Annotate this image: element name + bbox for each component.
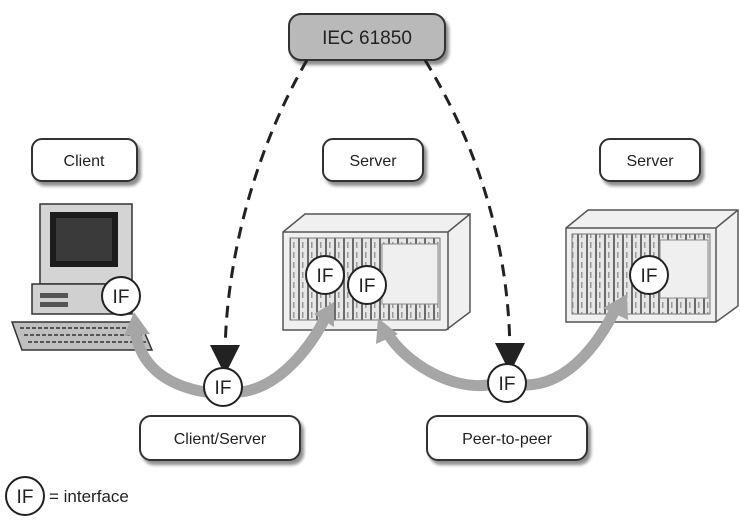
interface-marker-client-server: IF: [203, 367, 243, 407]
server-2-label: Server: [626, 153, 674, 170]
interface-marker-server-1b: IF: [347, 265, 387, 305]
client-server-label: Client/Server: [174, 431, 267, 448]
svg-text:IF: IF: [215, 378, 232, 399]
arrow-head-server-2: [603, 294, 628, 320]
server-1-label-box: Server: [322, 138, 424, 182]
interface-marker-server-1a: IF: [305, 255, 345, 295]
svg-text:IF: IF: [641, 266, 658, 287]
arrow-head-client: [124, 312, 150, 336]
svg-text:IF: IF: [17, 487, 34, 508]
svg-text:IF: IF: [113, 287, 130, 308]
interface-marker-peer: IF: [487, 363, 527, 403]
dashed-arrow-to-peer: [423, 59, 525, 373]
server-1-label: Server: [349, 153, 397, 170]
arrow-to-server-1: [234, 312, 331, 398]
legend: IF = interface: [5, 476, 129, 516]
client-server-label-box: Client/Server: [139, 415, 301, 461]
svg-text:IF: IF: [317, 266, 334, 287]
computer-icon: [10, 203, 154, 351]
client-label-box: Client: [31, 138, 138, 182]
arrow-to-client: [129, 324, 211, 398]
interface-marker-client: IF: [101, 276, 141, 316]
client-label: Client: [64, 153, 105, 170]
peer-to-peer-label: Peer-to-peer: [462, 431, 552, 448]
dashed-arrow-to-client-server: [210, 59, 309, 375]
peer-to-peer-label-box: Peer-to-peer: [426, 415, 588, 461]
arrow-to-server-2: [519, 304, 621, 391]
svg-text:IF: IF: [359, 276, 376, 297]
arrow-head-server-1-peer: [376, 318, 398, 344]
legend-symbol: [5, 476, 45, 516]
arrow-head-server-1: [314, 302, 334, 327]
server-2-label-box: Server: [599, 138, 701, 182]
standard-label: IEC 61850: [322, 28, 412, 49]
svg-text:IF: IF: [499, 374, 516, 395]
legend-text: = interface: [49, 487, 129, 506]
arrow-to-server-1-peer: [382, 328, 494, 392]
standard-box: IEC 61850: [288, 13, 446, 61]
interface-marker-server-2: IF: [629, 255, 669, 295]
